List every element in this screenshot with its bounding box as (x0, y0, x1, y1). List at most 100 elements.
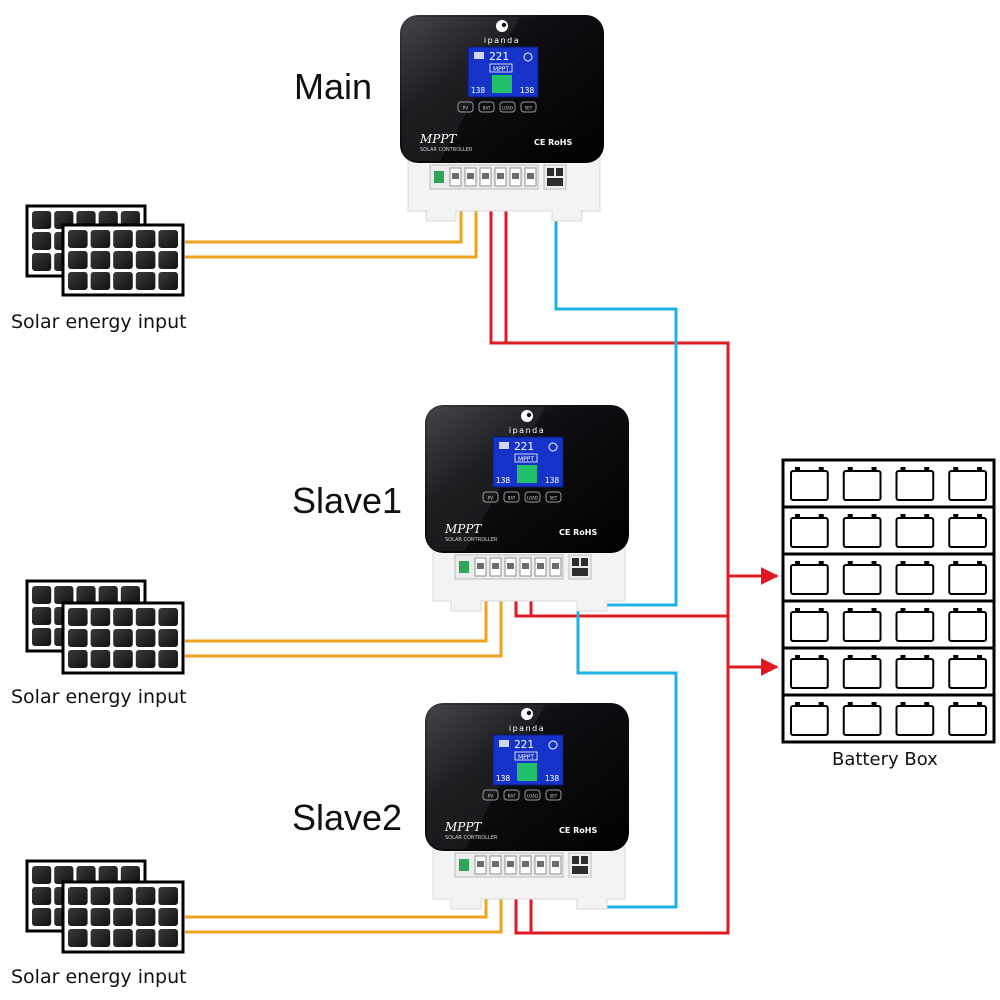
model-name: MPPT (419, 132, 457, 146)
solar-cell (68, 608, 88, 626)
lcd-sun-icon (548, 740, 558, 750)
solar-cell (54, 586, 74, 604)
solar-cell (32, 628, 52, 646)
front-button (482, 789, 499, 801)
solar-panel (61, 223, 185, 297)
rj45-port (572, 866, 588, 874)
solar-cell (135, 608, 156, 626)
solar-cell (54, 866, 74, 884)
solar-cell (32, 908, 52, 926)
battery-cell (895, 561, 935, 595)
rj45-port (547, 178, 563, 186)
solar-cell (68, 230, 88, 248)
lcd-sun-icon (548, 442, 558, 452)
solar-cell (90, 230, 111, 248)
solar-cell (135, 230, 156, 248)
lcd-left-value: 138 (496, 476, 511, 485)
front-button-label: SET (525, 106, 533, 111)
solar-cell (113, 929, 133, 947)
battery-box-label: Battery Box (832, 749, 938, 770)
battery-cell (895, 467, 935, 501)
front-button-label: LOAD (527, 794, 538, 799)
lcd-mode-box (514, 453, 538, 463)
controller-label-slave1: Slave1 (292, 480, 403, 521)
solar-cell (90, 629, 111, 647)
lcd-mode: MPPT (518, 456, 534, 463)
lcd-battery-bar (492, 75, 512, 93)
front-button (457, 101, 474, 113)
front-button (478, 101, 495, 113)
battery-cell (842, 655, 882, 689)
front-button (520, 101, 537, 113)
solar-cell (90, 887, 111, 905)
lcd-left-value: 138 (496, 774, 511, 783)
solar-cell (90, 650, 111, 668)
lcd-panel-icon (499, 442, 509, 449)
rj45-port (572, 856, 579, 864)
solar-cell (68, 629, 88, 647)
solar-cell (113, 251, 133, 269)
lcd-mode-box (514, 751, 538, 761)
solar-cell (68, 929, 88, 947)
battery-cell (948, 467, 987, 501)
battery-cell (790, 467, 829, 501)
rj45-port (547, 168, 554, 176)
battery-cell (790, 702, 829, 736)
solar-cell (158, 908, 178, 926)
battery-cell (895, 608, 935, 642)
brand-name: ipanda (509, 426, 545, 435)
front-button-label: BAT (508, 794, 516, 799)
solar-cell (76, 866, 96, 884)
controller-label-main: Main (294, 66, 373, 107)
battery-box-layer (781, 458, 996, 744)
battery-cell (895, 655, 935, 689)
solar-cell (135, 887, 156, 905)
lcd-right-value: 138 (520, 86, 535, 95)
front-button-label: BAT (508, 496, 516, 501)
battery-cell (842, 514, 882, 548)
sense-connector (459, 859, 469, 871)
solar-cell (32, 211, 52, 229)
battery-cell (948, 655, 987, 689)
solar-cell (76, 586, 96, 604)
solar-cell (135, 629, 156, 647)
wire (489, 176, 730, 935)
battery-cell (895, 702, 935, 736)
rj45-port (572, 568, 588, 576)
solar-cell (135, 251, 156, 269)
solar-cell (158, 251, 178, 269)
solar-cell (32, 866, 52, 884)
sense-connector (434, 171, 444, 183)
solar-input-label: Solar energy input (11, 966, 187, 988)
front-button-label: SET (550, 496, 558, 501)
brand-name: ipanda (484, 36, 520, 45)
front-button (524, 491, 541, 503)
solar-cell (113, 650, 133, 668)
brand-name: ipanda (509, 724, 545, 733)
front-button-label: LOAD (527, 496, 538, 501)
lcd-left-value: 138 (471, 86, 486, 95)
battery-cell (948, 561, 987, 595)
solar-cell (90, 908, 111, 926)
lcd-sun-icon (523, 52, 533, 62)
rj45-port (581, 856, 588, 864)
solar-cell (120, 586, 140, 604)
solar-cell (158, 230, 178, 248)
lcd-value: 221 (489, 50, 509, 63)
solar-cell (113, 887, 133, 905)
solar-cell (68, 272, 88, 290)
lcd-panel-icon (499, 740, 509, 747)
solar-cell (90, 929, 111, 947)
lcd-value: 221 (514, 440, 534, 453)
solar-cell (68, 908, 88, 926)
front-button-label: PV (488, 496, 493, 501)
solar-cell (113, 608, 133, 626)
lcd-mode: MPPT (518, 754, 534, 761)
front-button (482, 491, 499, 503)
front-button-label: PV (463, 106, 468, 111)
solar-cell (32, 232, 52, 250)
brand-logo-icon (521, 708, 533, 720)
